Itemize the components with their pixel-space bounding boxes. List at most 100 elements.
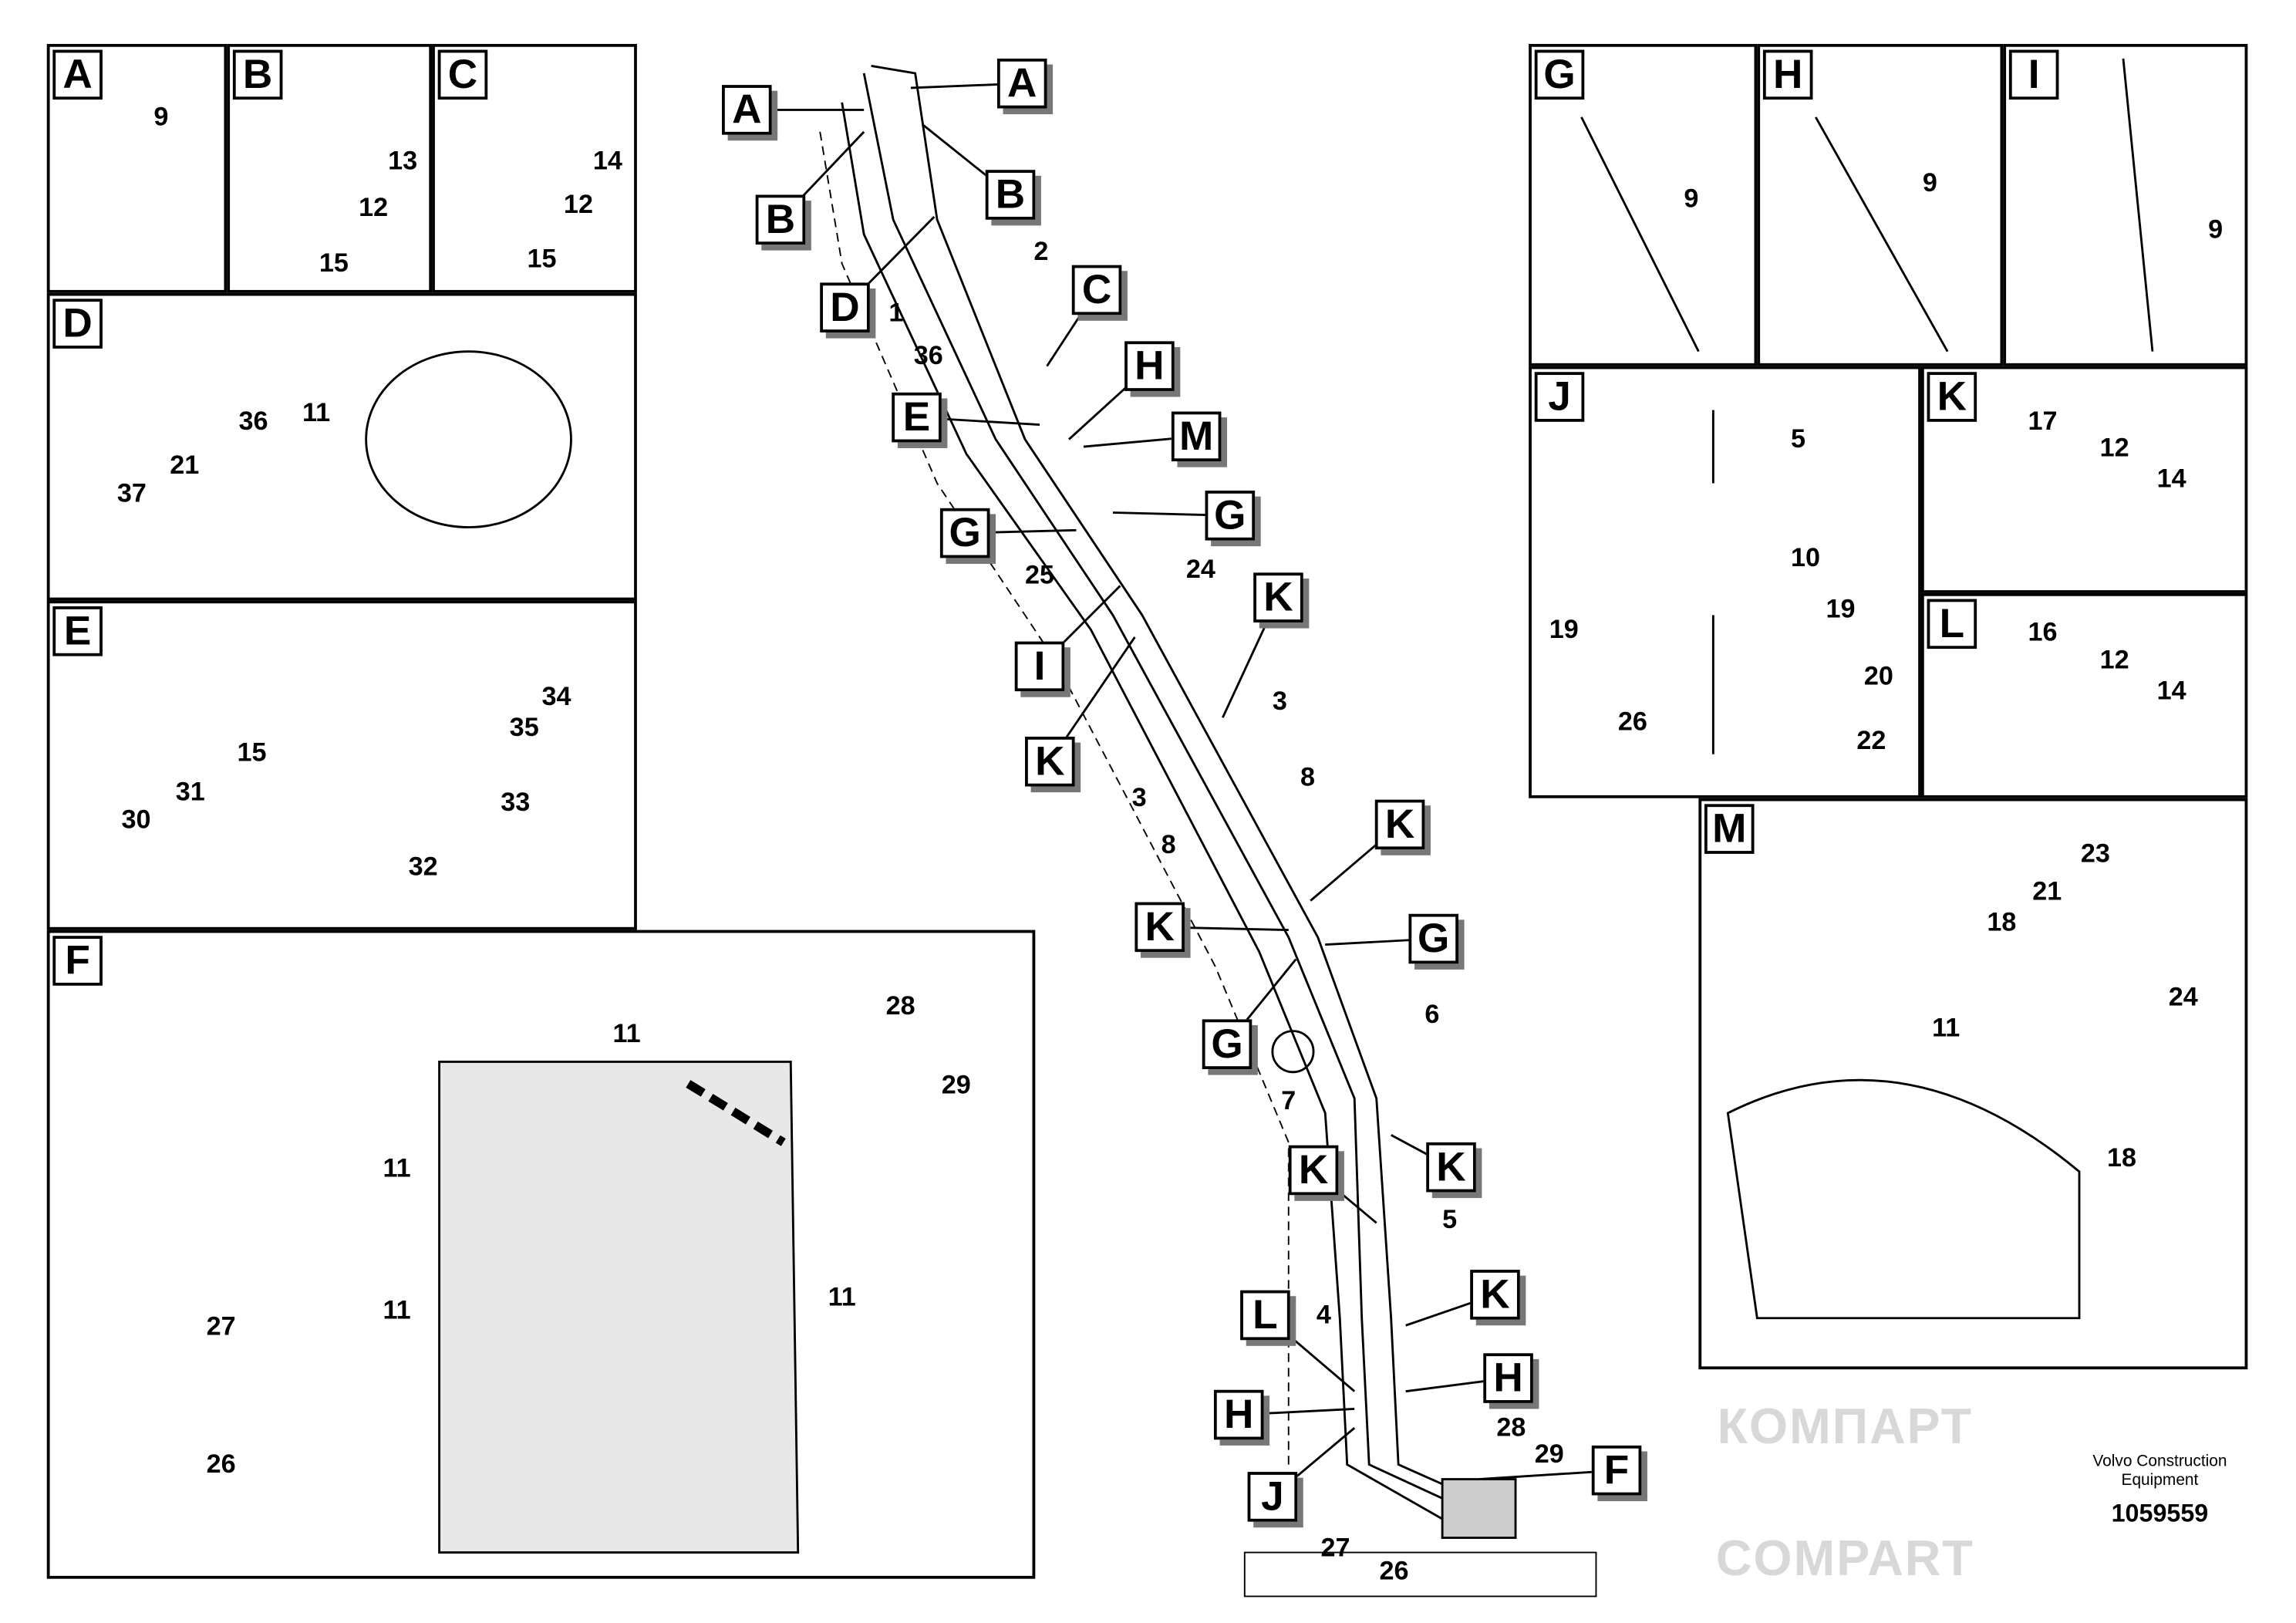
detail-panel-j: J [1529,366,1921,798]
panel-label: G [1534,49,1585,100]
part-number: 11 [828,1282,856,1312]
part-number: 3 [1272,686,1287,716]
panel-label: I [2008,49,2059,100]
detail-callout: K [1470,1270,1520,1320]
part-number: 24 [1185,554,1215,584]
part-number: 10 [1790,542,1820,572]
part-number: 28 [885,990,915,1021]
part-number: 8 [1161,829,1176,859]
part-number: 14 [2156,676,2186,706]
part-number: 27 [1320,1532,1350,1562]
part-number: 19 [1826,593,1856,623]
part-number: 22 [1856,725,1886,755]
part-number: 3 [1131,782,1147,812]
detail-callout: G [1205,491,1256,541]
part-number: 11 [383,1295,411,1325]
part-number: 12 [563,189,593,219]
part-number: 9 [2208,214,2224,245]
panel-label: J [1534,372,1585,422]
part-number: 11 [1932,1012,1961,1042]
part-number: 21 [2032,876,2062,906]
part-number: 31 [175,777,205,807]
detail-callout: J [1247,1472,1298,1522]
detail-callout: H [1213,1389,1264,1440]
detail-panel-f: F [46,930,1036,1579]
detail-panel-k: K [1920,366,2248,593]
drawing-number: 1059559 [2111,1500,2209,1528]
detail-callout: K [1426,1142,1476,1193]
part-number: 4 [1316,1300,1331,1329]
detail-callout: K [1253,572,1303,623]
detail-panel-g: G [1529,43,1758,366]
part-number: 15 [237,737,267,767]
detail-callout: A [722,85,772,135]
part-number: 12 [2099,433,2129,463]
part-number: 36 [913,340,943,370]
part-number: 26 [206,1449,236,1479]
part-number: 5 [1442,1204,1458,1234]
part-number: 28 [1496,1412,1526,1442]
part-number: 11 [383,1153,411,1183]
part-number: 19 [1549,614,1579,644]
part-number: 25 [1024,560,1055,590]
part-number: 23 [2080,838,2110,868]
part-number: 8 [1300,762,1315,792]
detail-callout: K [1374,799,1425,850]
part-number: 29 [1534,1439,1564,1469]
detail-callout: D [820,282,870,332]
detail-callout: E [892,392,942,443]
part-number: 12 [2099,645,2129,675]
panel-label: C [437,49,488,100]
detail-panel-d: D [46,292,637,601]
detail-panel-e: E [46,600,637,930]
part-number: 11 [302,397,331,427]
part-number: 11 [612,1018,641,1048]
part-number: 24 [2168,982,2198,1011]
detail-callout: K [1288,1145,1339,1196]
detail-callout: K [1025,736,1075,787]
part-number: 2 [1033,236,1049,266]
part-number: 36 [238,406,268,436]
detail-callout: L [1240,1290,1290,1341]
part-number: 16 [2028,617,2058,647]
title-block: Volvo Construction Equipment 1059559 [2079,1453,2240,1529]
part-number: 5 [1790,423,1805,454]
panel-label: D [52,299,103,349]
part-number: 18 [1987,907,2017,937]
part-number: 33 [501,787,531,817]
part-number: 14 [592,145,622,175]
detail-callout: H [1483,1353,1533,1403]
detail-callout: H [1124,341,1175,391]
detail-callout: I [1014,641,1065,692]
detail-panel-i: I [2003,43,2248,366]
part-number: 27 [206,1311,236,1341]
panel-label: L [1927,599,1977,650]
panel-label: H [1762,49,1813,100]
part-number: 15 [527,244,557,274]
part-number: 32 [408,852,438,882]
part-number: 17 [2028,406,2058,436]
part-number: 9 [1922,167,1937,197]
detail-panel-c: C [432,43,637,293]
part-number: 35 [509,712,539,742]
part-number: 18 [2107,1142,2137,1173]
panel-label: A [52,49,103,100]
part-number: 29 [941,1069,971,1099]
part-number: 13 [388,145,418,175]
detail-callout: G [1408,913,1459,964]
watermark-text: COMPART [1715,1530,1974,1588]
part-number: 26 [1379,1556,1409,1586]
part-number: 9 [153,101,169,131]
detail-panel-b: B [227,43,433,293]
detail-panel-l: L [1920,592,2248,798]
detail-callout: C [1071,265,1122,315]
brand-text: Volvo Construction Equipment [2092,1453,2227,1490]
detail-panel-m: M [1698,798,2248,1370]
part-number: 30 [121,805,151,835]
part-number: 26 [1617,707,1647,737]
part-number: 34 [541,681,571,711]
panel-label: E [52,606,103,656]
panel-label: F [52,936,103,986]
